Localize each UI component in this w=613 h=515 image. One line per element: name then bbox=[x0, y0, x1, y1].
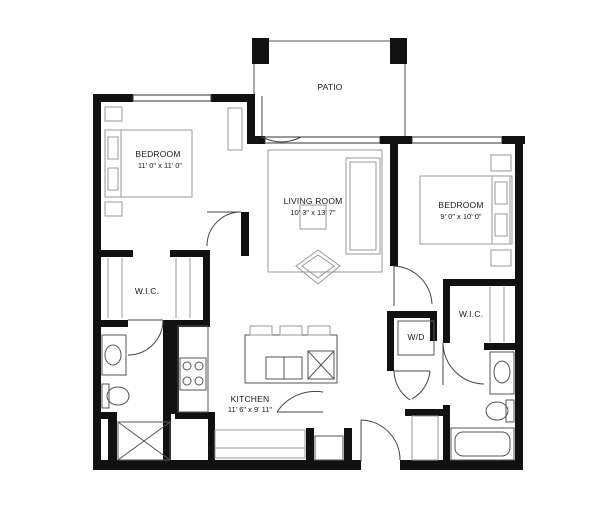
patio-label: PATIO bbox=[317, 82, 342, 92]
room-labels: PATIO BEDROOM 11' 0" x 11' 0" LIVING ROO… bbox=[135, 82, 484, 414]
door-swing-icon bbox=[206, 211, 242, 247]
door-swing-icon bbox=[127, 319, 164, 356]
toilet-icon bbox=[485, 401, 509, 421]
door-swing-icon bbox=[393, 370, 430, 401]
door-swing-icon bbox=[276, 390, 324, 413]
toilet-tank-icon bbox=[505, 399, 515, 423]
wic-left-label: W.I.C. bbox=[135, 286, 159, 296]
doors bbox=[127, 96, 485, 462]
shower-icon bbox=[117, 421, 171, 461]
kitchen bbox=[177, 325, 344, 461]
kitchen-dims: 11' 6" x 9' 11" bbox=[228, 405, 273, 414]
left-bathroom bbox=[101, 334, 171, 461]
left-wic-shelves bbox=[107, 258, 191, 318]
left-bedroom-furniture bbox=[104, 106, 243, 217]
wic-right-label: W.I.C. bbox=[459, 309, 483, 319]
bedroom-right-label: BEDROOM bbox=[438, 200, 483, 210]
bedroom-left-dims: 11' 0" x 11' 0" bbox=[138, 161, 183, 170]
living-room-label: LIVING ROOM bbox=[284, 196, 343, 206]
door-swing-icon bbox=[261, 96, 302, 143]
range-icon bbox=[179, 357, 207, 391]
bedroom-right-dims: 9' 0" x 10' 0" bbox=[440, 212, 481, 221]
toilet-tank-icon bbox=[101, 383, 110, 409]
patio-post-left bbox=[252, 38, 269, 64]
patio-post-right bbox=[390, 38, 407, 64]
bathtub-icon bbox=[450, 427, 515, 461]
living-room-furniture bbox=[267, 149, 383, 285]
washer-dryer-icon bbox=[397, 320, 435, 356]
laundry-label: W/D bbox=[407, 332, 424, 342]
toilet-icon bbox=[106, 386, 130, 406]
dishwasher-icon bbox=[307, 350, 335, 380]
sink-icon bbox=[493, 360, 511, 384]
door-swing-icon bbox=[393, 265, 433, 306]
kitchen-island bbox=[244, 334, 338, 384]
door-swing-icon bbox=[442, 342, 485, 385]
bedroom-left-label: BEDROOM bbox=[135, 149, 180, 159]
right-wic-shelves bbox=[489, 287, 505, 342]
kitchen-label: KITCHEN bbox=[231, 394, 270, 404]
sink-icon bbox=[104, 344, 122, 366]
walls bbox=[93, 94, 525, 470]
right-bathroom bbox=[411, 351, 515, 461]
laundry bbox=[397, 320, 435, 356]
right-bedroom-furniture bbox=[419, 154, 513, 267]
living-room-dims: 10' 3" x 13' 7" bbox=[290, 208, 336, 217]
door-swing-icon bbox=[411, 370, 431, 400]
door-swing-icon bbox=[360, 419, 401, 462]
